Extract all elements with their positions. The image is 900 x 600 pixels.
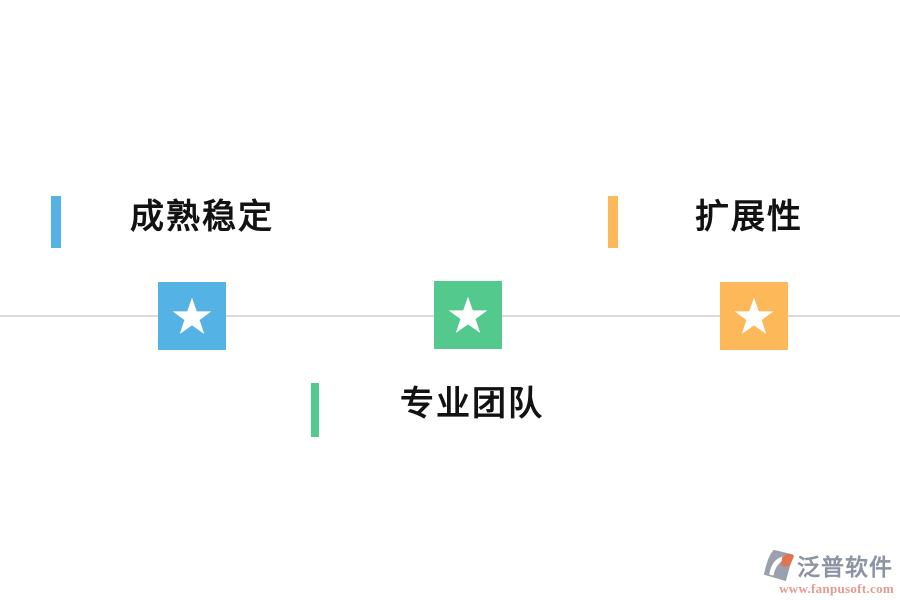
star-badge-blue	[158, 282, 226, 350]
accent-bar-extensibility	[608, 196, 618, 248]
fanpu-logo-icon	[763, 549, 795, 581]
star-icon	[734, 297, 774, 334]
star-badge-orange	[720, 282, 788, 350]
brand-website: www.fanpusoft.com	[779, 581, 894, 596]
accent-bar-professional-team	[311, 383, 319, 437]
star-icon	[172, 297, 212, 334]
accent-bar-mature-stable	[51, 196, 61, 248]
feature-label-extensibility: 扩展性	[695, 198, 803, 236]
brand-watermark: 泛普软件 www.fanpusoft.com	[762, 548, 894, 597]
brand-name: 泛普软件	[797, 554, 893, 580]
feature-label-mature-stable: 成熟稳定	[130, 198, 274, 236]
feature-label-professional-team: 专业团队	[400, 385, 544, 423]
star-icon	[448, 296, 488, 333]
star-badge-green	[434, 281, 502, 349]
